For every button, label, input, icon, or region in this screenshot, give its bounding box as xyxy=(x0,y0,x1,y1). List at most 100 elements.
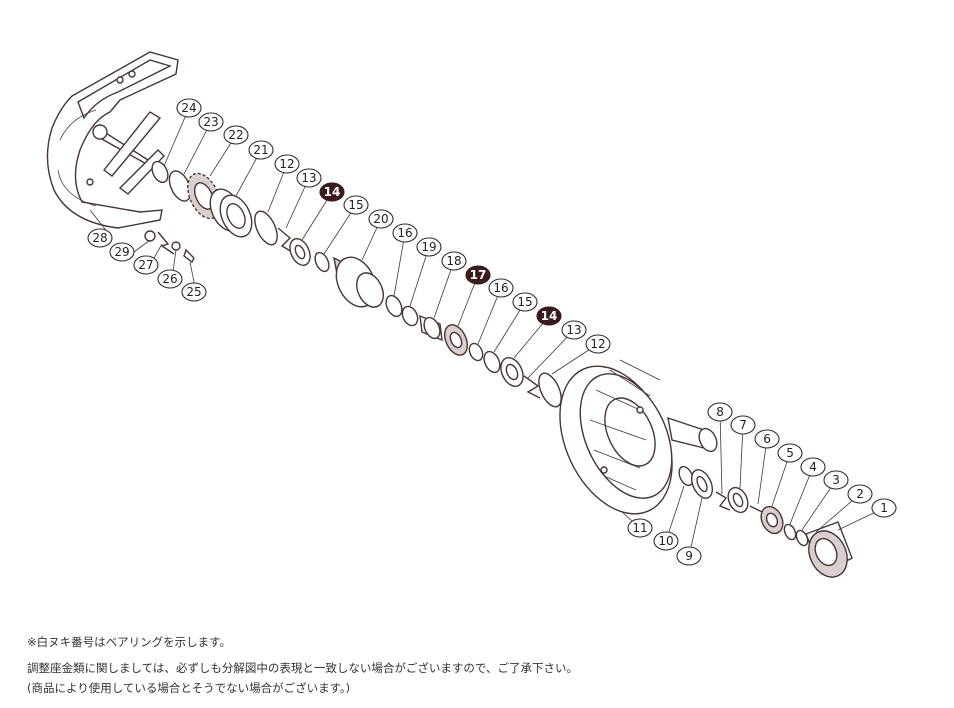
callout-label-1: 1 xyxy=(871,498,897,518)
svg-text:16: 16 xyxy=(397,226,412,240)
callout-label-23: 23 xyxy=(198,112,224,132)
callout-label-8: 8 xyxy=(707,402,733,422)
exploded-parts-diagram: 24 23 22 21 12 13 14 15 20 16 19 xyxy=(46,51,897,578)
callout-label-3: 3 xyxy=(823,470,849,490)
callout-labels: 24 23 22 21 12 13 14 15 20 16 19 xyxy=(87,98,897,566)
part-15-washer-upper xyxy=(314,251,330,273)
part-17-bearing xyxy=(443,324,469,356)
callout-label-26: 26 xyxy=(157,269,183,289)
part-28-side-plate xyxy=(46,51,179,229)
callout-label-18: 18 xyxy=(441,251,467,271)
callout-label-13-lower: 13 xyxy=(561,320,587,340)
svg-text:11: 11 xyxy=(632,521,647,535)
part-14-bearing-lower xyxy=(500,357,524,387)
callout-label-24: 24 xyxy=(176,98,202,118)
svg-text:14: 14 xyxy=(324,185,341,199)
svg-text:4: 4 xyxy=(809,460,817,474)
part-5-ratchet xyxy=(760,505,784,535)
notes-section: ※白ヌキ番号はベアリングを示します。 調整座金類に関しましては、必ずしも分解図中… xyxy=(27,632,927,698)
part-7-bearing xyxy=(727,486,749,514)
svg-text:15: 15 xyxy=(517,295,532,309)
svg-text:16: 16 xyxy=(493,281,508,295)
callout-label-12-upper: 12 xyxy=(274,154,300,174)
svg-text:17: 17 xyxy=(470,268,487,282)
callout-label-21: 21 xyxy=(248,140,274,160)
part-20-sleeve xyxy=(333,256,384,308)
callout-label-6: 6 xyxy=(754,429,780,449)
svg-text:15: 15 xyxy=(348,198,363,212)
part-24-spacer xyxy=(151,160,169,184)
callout-label-2: 2 xyxy=(847,484,873,504)
svg-text:19: 19 xyxy=(421,240,436,254)
svg-text:3: 3 xyxy=(832,473,840,487)
callout-label-27: 27 xyxy=(133,255,159,275)
part-4-collar xyxy=(783,523,797,541)
part-11-spool xyxy=(559,359,718,515)
callout-label-14-lower: 14 xyxy=(536,306,562,326)
callout-label-7: 7 xyxy=(730,415,756,435)
svg-text:25: 25 xyxy=(186,285,201,299)
callout-label-4: 4 xyxy=(800,457,826,477)
callout-label-16-upper: 16 xyxy=(392,223,418,243)
svg-text:7: 7 xyxy=(739,418,747,432)
bearing-note: ※白ヌキ番号はベアリングを示します。 xyxy=(27,635,231,649)
part-8-clip xyxy=(715,491,731,511)
callout-label-28: 28 xyxy=(87,228,113,248)
part-12-ring-upper xyxy=(254,210,278,246)
callout-label-15-upper: 15 xyxy=(343,195,369,215)
svg-text:6: 6 xyxy=(763,432,771,446)
callout-label-22: 22 xyxy=(223,125,249,145)
callout-label-5: 5 xyxy=(777,443,803,463)
callout-label-17: 17 xyxy=(465,265,491,285)
svg-text:12: 12 xyxy=(279,157,294,171)
svg-text:21: 21 xyxy=(253,143,268,157)
callout-label-14-upper: 14 xyxy=(319,182,345,202)
callout-label-10: 10 xyxy=(653,531,679,551)
disclaimer-line-2: (商品により使用している場合とそうでない場合がございます。) xyxy=(27,681,351,695)
part-21-collar xyxy=(209,188,253,238)
part-16-washer-b xyxy=(468,342,484,362)
callout-label-19: 19 xyxy=(416,237,442,257)
part-26-washer xyxy=(171,241,181,251)
callout-label-15-lower: 15 xyxy=(512,292,538,312)
callout-label-9: 9 xyxy=(676,546,702,566)
part-29-screw xyxy=(144,230,156,242)
svg-text:26: 26 xyxy=(162,272,177,286)
part-12-ring-lower xyxy=(538,372,562,408)
part-13-clip-upper xyxy=(277,227,293,253)
part-14-bearing-upper xyxy=(289,238,311,266)
part-27-spring xyxy=(157,231,175,255)
leader-lines xyxy=(89,107,885,557)
svg-text:5: 5 xyxy=(786,446,794,460)
part-18-roller xyxy=(419,314,443,342)
svg-text:8: 8 xyxy=(716,405,724,419)
callout-label-20: 20 xyxy=(368,209,394,229)
part-19-washer xyxy=(401,305,419,327)
svg-text:23: 23 xyxy=(203,115,218,129)
part-15-washer-lower xyxy=(483,350,501,374)
svg-text:13: 13 xyxy=(301,171,316,185)
callout-label-12-lower: 12 xyxy=(585,334,611,354)
disclaimer-line-1: 調整座金類に関しましては、必ずしも分解図中の表現と一致しない場合がございますので… xyxy=(27,661,578,675)
part-25-pin xyxy=(183,248,195,264)
svg-text:10: 10 xyxy=(658,534,673,548)
part-1-cap xyxy=(805,521,853,578)
svg-text:24: 24 xyxy=(181,101,196,115)
svg-text:29: 29 xyxy=(114,245,129,259)
svg-text:28: 28 xyxy=(92,231,107,245)
part-16-washer-a xyxy=(385,294,403,318)
svg-text:27: 27 xyxy=(138,258,153,272)
callout-label-25: 25 xyxy=(181,282,207,302)
svg-text:20: 20 xyxy=(373,212,388,226)
svg-text:13: 13 xyxy=(566,323,581,337)
callout-label-13-upper: 13 xyxy=(296,168,322,188)
callout-label-29: 29 xyxy=(109,242,135,262)
parts-drawing xyxy=(46,51,853,578)
part-10-washer xyxy=(678,465,694,487)
svg-text:2: 2 xyxy=(856,487,864,501)
svg-text:14: 14 xyxy=(541,309,558,323)
part-13-clip-lower xyxy=(523,375,541,399)
svg-text:9: 9 xyxy=(685,549,693,563)
svg-text:1: 1 xyxy=(880,501,888,515)
part-6-pin xyxy=(749,505,763,513)
